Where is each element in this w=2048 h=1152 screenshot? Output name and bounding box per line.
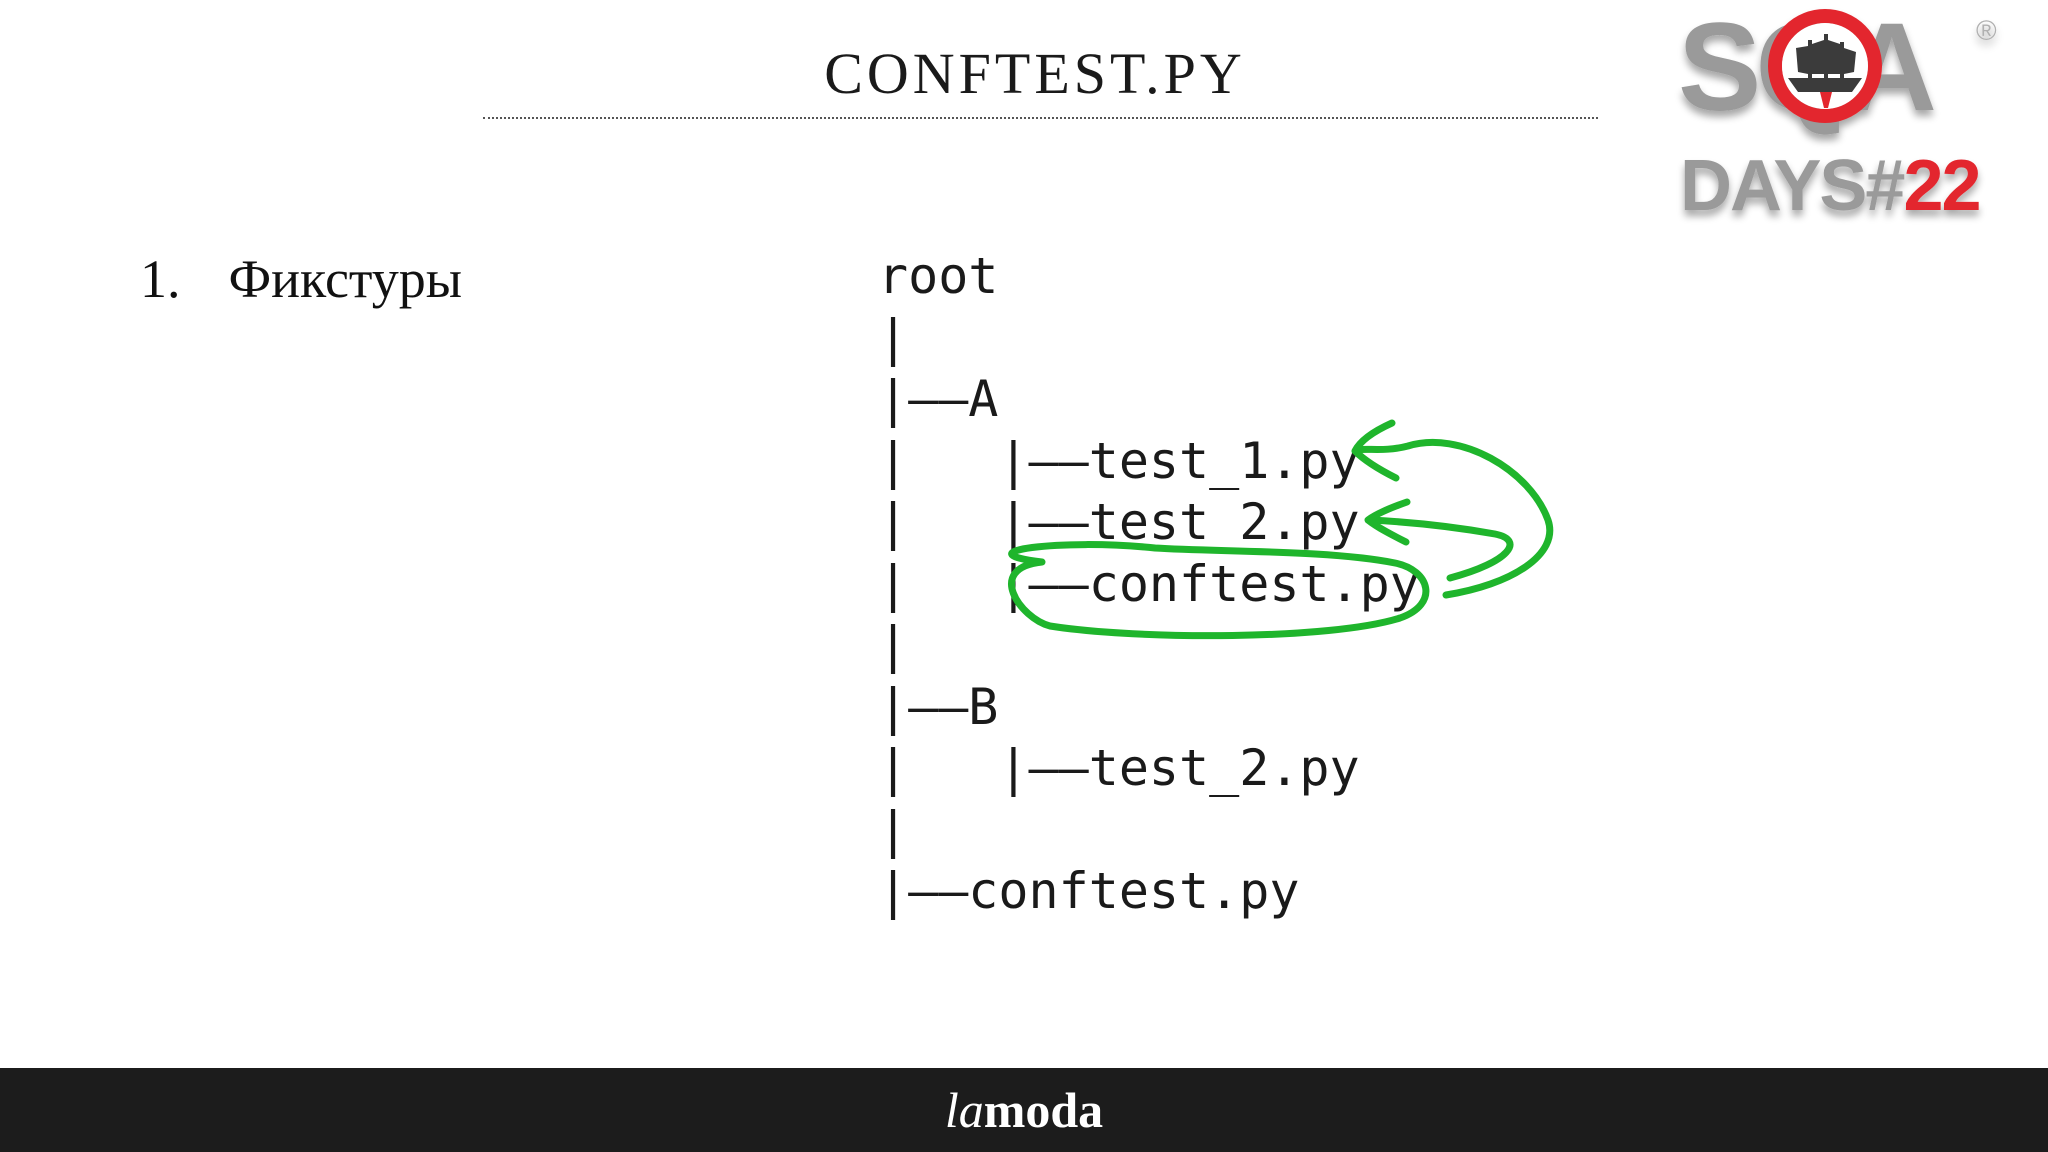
list-item-text: Фикстуры [228,249,463,309]
tree-line: | |——test_1.py [878,431,1360,490]
tree-line: | |——test_2.py [878,493,1360,551]
brand-prefix: la [944,1082,984,1138]
tree-line: | [878,800,909,859]
tree-line: | |——test_2.py [878,739,1360,797]
tree-line: |——A [878,370,999,428]
tree-line: | |——conftest.py [878,554,1420,613]
tree-line: | [878,616,909,674]
brand-suffix: moda [983,1082,1104,1138]
logo-registered-mark: ® [1976,15,1997,46]
logo-bottom-text: DAYS#22 [1680,146,1980,226]
list-item-number: 1. [140,249,181,309]
logo-ship-badge [1768,9,1882,123]
footer-bar: lamoda [0,1068,2048,1152]
tree-line: |——B [878,677,999,736]
logo-number: 22 [1903,146,1979,226]
title-divider [483,117,1598,119]
tree-line: | [878,308,909,367]
tree-line: |——conftest.py [878,862,1300,920]
numbered-list: 1. Фикстуры [140,248,462,310]
ship-icon [1788,34,1862,108]
tree-line: root [878,247,999,305]
sqa-days-logo: SQA ® DAYS#22 [1678,0,1997,226]
slide-title: CONFTEST.PY [824,41,1246,106]
directory-tree: root | |——A | |——test_1.py | |——test_2.p… [878,246,1420,923]
logo-days-text: DAYS# [1680,146,1904,226]
lamoda-logo: lamoda [945,1081,1103,1139]
